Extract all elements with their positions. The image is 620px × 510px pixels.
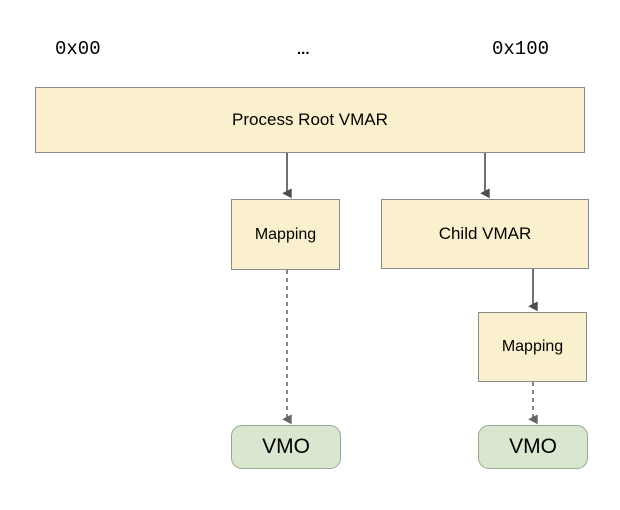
- node-label-vmo-left: VMO: [262, 435, 310, 458]
- node-mapping-right[interactable]: Mapping: [478, 312, 587, 382]
- node-vmo-right[interactable]: VMO: [478, 425, 588, 469]
- node-label-process-root-vmar: Process Root VMAR: [232, 110, 388, 129]
- address-label-end: 0x100: [492, 38, 550, 60]
- node-label-mapping-right: Mapping: [501, 338, 564, 355]
- node-child-vmar[interactable]: Child VMAR: [381, 199, 589, 269]
- node-mapping-left[interactable]: Mapping: [231, 199, 340, 270]
- node-process-root-vmar[interactable]: Process Root VMAR: [35, 87, 585, 153]
- address-label-start: 0x00: [55, 38, 101, 60]
- node-label-child-vmar: Child VMAR: [438, 224, 532, 243]
- node-label-vmo-right: VMO: [509, 435, 557, 458]
- node-vmo-left[interactable]: VMO: [231, 425, 341, 469]
- node-label-mapping-left: Mapping: [254, 225, 317, 243]
- address-label-ellipsis: ...: [297, 41, 310, 58]
